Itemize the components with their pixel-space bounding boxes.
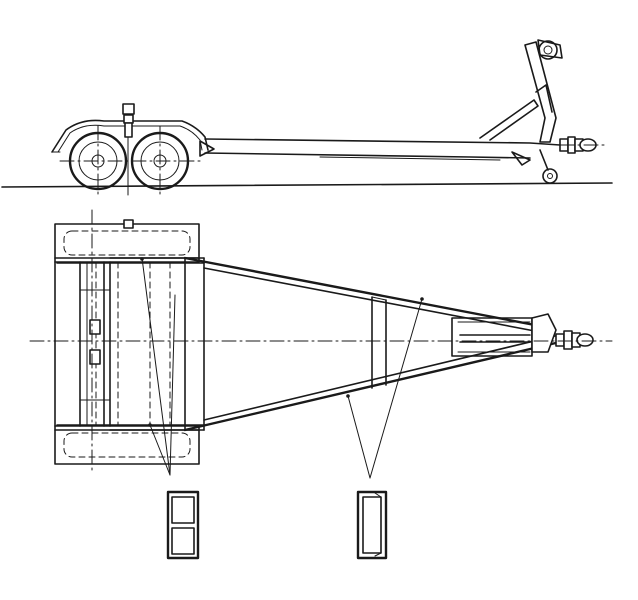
hitch-coupler-side: [559, 136, 607, 154]
axle-assembly: [79, 261, 119, 427]
ground-line: [1, 182, 613, 188]
section-double-box: [166, 490, 200, 560]
rear-light: [122, 103, 135, 138]
section-single-box: [356, 490, 388, 560]
winch-post: [479, 39, 563, 143]
fender-bottom: [54, 425, 200, 465]
frame-beam: [204, 138, 561, 159]
a-frame-drawbar: [183, 256, 562, 432]
frame-rails: [54, 257, 205, 431]
hitch-coupler-plan: [531, 313, 594, 353]
side-elevation-view: [1, 39, 613, 197]
fender-top: [54, 219, 200, 263]
fender: [51, 119, 209, 153]
leader-lines: [140, 257, 424, 479]
jockey-wheel: [511, 149, 558, 184]
plan-view: [29, 209, 613, 560]
